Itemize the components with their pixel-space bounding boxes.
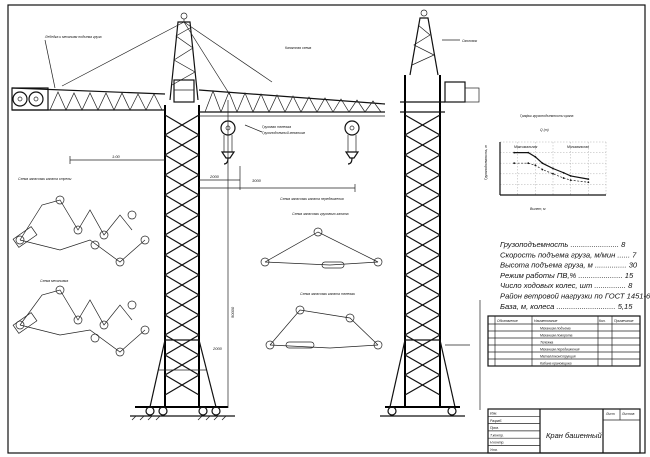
rope-scheme-lower-left: Схема механизма [12,279,150,357]
chart-point [587,178,590,181]
callout-tower-top: Оголовок [462,39,477,43]
titleblock-row: Т.контр. [490,433,504,437]
table-header: Обозначение [497,319,518,323]
spec-list: Грузоподъемность .......................… [500,240,650,311]
chart-series-line [514,152,589,180]
callout-top: Канатная схема [285,46,311,50]
spec-line: Высота подъема груза, м ............... … [500,261,638,270]
table-row: Механизм подъема [540,327,571,331]
titleblock-row: Утв. [490,448,498,452]
chart-point [534,155,537,158]
chart-point [569,175,572,177]
spec-line: Скорость подъема груза, м/мин ...... 7 [500,250,637,259]
rope-scheme-mid-lower: Схема запасовки каната тележки [265,292,383,350]
scheme-label-2: Схема механизма [40,279,68,283]
titleblock-row: Н.контр. [490,441,504,445]
chart-point [527,162,530,165]
rope-scheme-upper-left: Схема запасовки каната стрелы [12,177,150,267]
table-header: Примечание [614,319,634,323]
table-row: Механизм поворота [540,334,573,338]
dim-label-5: 50000 [230,306,235,318]
head-mast [169,12,199,103]
chart-point [552,172,554,175]
parts-table: Обозначение Наименование Кол. ПримечаниеМех… [487,315,641,367]
spec-line: Грузоподъемность .......................… [500,240,626,249]
table-row: Металлоконструкция [540,355,576,359]
load-chart: График грузоподъемности крана Q (т) Груз… [484,114,607,211]
chart-title: График грузоподъемности крана [520,114,574,118]
scheme-label-upper: Схема запасовки грузового каната [292,212,349,216]
callout-counter-jib: Лебедка и механизм подъема груза [44,35,102,39]
chart-point [534,164,537,167]
drawing-title: Кран башенный [546,431,603,440]
winch-drum [12,91,28,107]
chart-point [552,167,554,170]
callout-trolley: Грузовая тележка [262,125,291,129]
scheme-label-lower: Схема запасовки каната тележки [300,292,355,296]
cabin-front [444,81,466,103]
sheet-label: Лист [605,412,615,416]
crane-side-view: 1:00 2000 3000 2000 50000 Лебедка и меха… [11,12,386,421]
chart-point [541,162,544,165]
chart-point [569,179,572,182]
tower-lattice [130,105,235,421]
main-jib [198,89,386,117]
chart-ylabel: Грузоподъемность, т [484,145,488,180]
chart-xlabel: Вылет, м [530,207,546,211]
table-header: Наименование [534,319,558,323]
table-row: Кабина крановщика [540,362,572,366]
chart-series-line [514,162,589,183]
chart-subtitle: Q (т) [540,128,549,132]
table-row: Тележка [540,341,553,345]
dim-label-1: 1:00 [112,154,121,159]
operator-cabin [173,79,195,103]
spec-line: База, м, колеса ........................… [500,302,633,311]
dim-label-2: 2000 [209,174,220,179]
chart-point [541,168,544,171]
trolley-right [344,120,360,165]
title-block: Изм. Разраб. Пров. Т.контр. Н.контр. Утв. Кра… [487,408,641,454]
spec-line: Район ветровой нагрузки по ГОСТ 1451-65 [500,292,650,301]
jib-ties [61,21,273,96]
chart-label-min: Минимальная [567,145,589,149]
dim-label-4: 2000 [212,346,223,351]
counter-jib [11,87,166,111]
spec-line: Число ходовых колес, шт ............... … [500,281,633,290]
chart-label-max: Максимальная [514,145,538,149]
chart-point [513,151,516,154]
dim-label-3: 3000 [252,178,262,183]
scheme-label-1: Схема запасовки каната стрелы [18,177,72,181]
rope-scheme-mid-upper: Схема запасовки грузового каната [260,212,383,269]
sheets-label: Листов [621,412,635,416]
spec-line: Режим работы ПВ,% ..................... … [500,271,634,280]
table-row: Механизм передвижения [540,348,580,352]
chart-point [587,181,590,184]
mid-schemes-title: Схема запасовки каната передвижения [280,197,344,201]
titleblock-row: Пров. [490,426,499,430]
drawing-frame [7,4,646,454]
chart-point [562,171,565,174]
chart-point [562,177,565,179]
table-header: Кол. [599,319,606,323]
crane-front-view: Оголовок [380,9,481,417]
callout-trolley-rope: Грузоподъемный механизм [262,131,306,135]
chart-point [513,162,516,165]
titleblock-row: Разраб. [490,419,502,423]
chart-point [527,151,530,154]
titleblock-row: Изм. [490,412,497,416]
counterweight [11,87,49,111]
dimension-lines [69,100,356,408]
